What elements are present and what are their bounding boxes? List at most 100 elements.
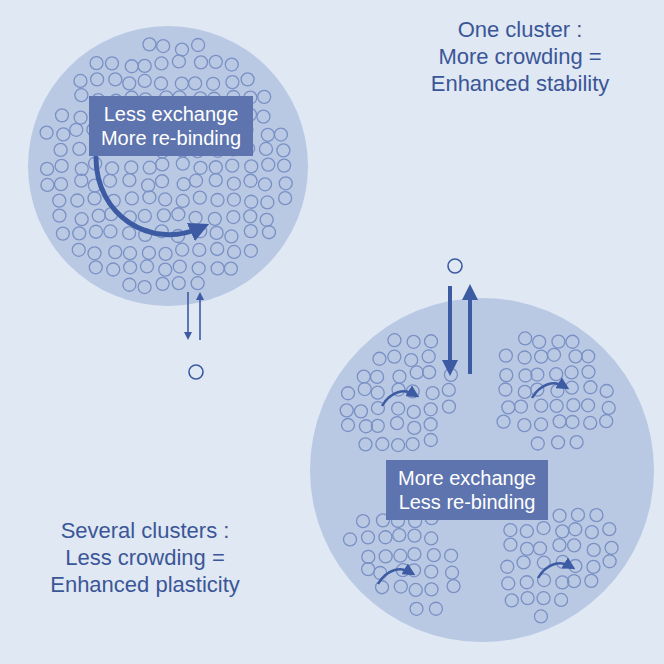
molecule (520, 525, 533, 538)
molecule (444, 368, 457, 381)
molecule (226, 159, 239, 172)
molecule (209, 55, 222, 68)
molecule (138, 281, 151, 294)
molecule (358, 383, 371, 396)
text-line: More crowding = (431, 43, 610, 70)
molecule (177, 178, 190, 191)
molecule (211, 194, 224, 207)
molecule (55, 178, 68, 191)
molecule (371, 370, 384, 383)
molecule (123, 278, 136, 291)
molecule (157, 40, 170, 53)
molecule (259, 142, 272, 155)
molecule (192, 38, 205, 51)
molecule (392, 439, 405, 452)
molecule (244, 174, 257, 187)
molecule (379, 531, 392, 544)
molecule (261, 196, 274, 209)
free-molecule (448, 259, 462, 273)
molecule (257, 110, 270, 123)
molecule (75, 89, 88, 102)
molecule (568, 539, 581, 552)
molecule (520, 576, 533, 589)
molecule (533, 335, 546, 348)
molecule (427, 549, 440, 562)
molecule (518, 385, 531, 398)
heading-note: Several clusters : Less crowding = Enhan… (50, 517, 240, 598)
molecule (359, 420, 372, 433)
molecule (73, 142, 86, 155)
box-text: More exchange Less re-binding (398, 466, 536, 514)
molecule (344, 533, 357, 546)
cluster-region (28, 26, 308, 306)
molecule (189, 211, 202, 224)
molecule (244, 244, 257, 257)
molecule (550, 368, 563, 381)
molecule (54, 143, 67, 156)
molecule (75, 162, 88, 175)
molecule (585, 574, 598, 587)
molecule (55, 159, 68, 172)
molecule (138, 209, 151, 222)
molecule (140, 260, 153, 273)
molecule (138, 59, 151, 72)
molecule (504, 524, 517, 537)
cluster-region (310, 298, 654, 642)
exchange-arrow (448, 286, 452, 368)
molecule (107, 263, 120, 276)
molecule (143, 191, 156, 204)
molecule (550, 399, 563, 412)
molecule (552, 436, 565, 449)
molecule (193, 191, 206, 204)
molecule (225, 230, 238, 243)
molecule (388, 350, 401, 363)
molecule (75, 213, 88, 226)
molecule (227, 211, 240, 224)
exchange-arrow (187, 292, 189, 336)
molecule (194, 161, 207, 174)
molecule (193, 243, 206, 256)
molecule (260, 213, 273, 226)
molecule (556, 555, 569, 568)
molecule (262, 226, 275, 239)
molecule (535, 418, 548, 431)
molecule (534, 610, 547, 623)
molecule (537, 592, 550, 605)
molecule (605, 541, 618, 554)
molecule (75, 174, 88, 187)
molecule (504, 538, 517, 551)
molecule (55, 109, 68, 122)
molecule (556, 576, 569, 589)
molecule (531, 368, 544, 381)
molecule (156, 175, 169, 188)
molecule (359, 438, 372, 451)
molecule (209, 174, 222, 187)
molecule (262, 158, 275, 171)
molecule (603, 523, 616, 536)
molecule (500, 369, 513, 382)
molecule (391, 417, 404, 430)
molecule (207, 77, 220, 90)
molecule (57, 128, 70, 141)
molecule (519, 369, 532, 382)
molecule (53, 194, 66, 207)
molecule (173, 260, 186, 273)
molecule (123, 77, 136, 90)
molecule (258, 178, 271, 191)
molecule (274, 128, 287, 141)
molecule (502, 577, 515, 590)
molecule (505, 594, 518, 607)
molecule (88, 247, 101, 260)
molecule (342, 419, 355, 432)
molecule (157, 209, 170, 222)
text-line: More re-binding (101, 126, 241, 150)
molecule (553, 415, 566, 428)
text-line: Enhanced plasticity (50, 571, 240, 598)
molecule (357, 515, 370, 528)
molecule (172, 55, 185, 68)
molecule (393, 529, 406, 542)
molecule (553, 509, 566, 522)
molecule (393, 370, 406, 383)
molecule (224, 262, 237, 275)
molecule (521, 592, 534, 605)
